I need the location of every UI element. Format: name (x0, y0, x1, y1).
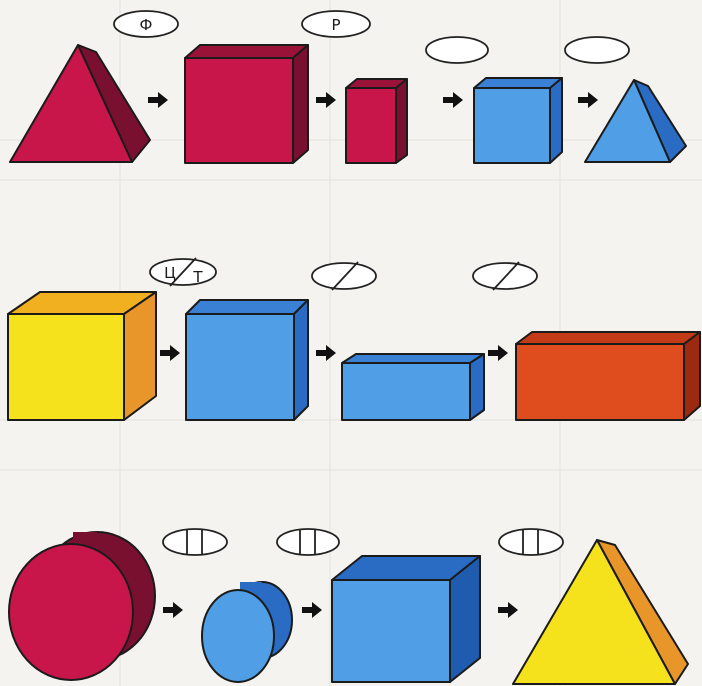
arrow-icon (316, 92, 336, 108)
blue-cube (186, 300, 308, 420)
label-c-text: Ц (164, 264, 176, 282)
label-t-text: Т (192, 268, 203, 286)
label-oval-r: Р (302, 11, 370, 37)
yellow-triangle-prism (513, 540, 688, 684)
crimson-small-cube (346, 79, 407, 163)
yellow-cube (8, 292, 156, 420)
blue-small-cylinder (202, 582, 292, 682)
label-oval-split-ct: Ц Т (150, 258, 216, 286)
label-oval-f: Ф (114, 11, 178, 37)
label-r-text: Р (331, 16, 340, 34)
label-oval-crossed (473, 262, 537, 290)
label-oval-split (163, 529, 227, 555)
label-f-text: Ф (140, 16, 153, 34)
row-3 (9, 529, 688, 684)
blue-bar (342, 354, 484, 420)
crimson-cylinder (9, 532, 155, 680)
row-2: Ц Т (8, 258, 700, 420)
arrow-icon (443, 92, 463, 108)
arrow-icon (316, 345, 336, 361)
arrow-icon (498, 602, 518, 618)
blue-triangle-prism (585, 80, 686, 162)
crimson-triangle-prism (10, 45, 150, 162)
label-oval-blank (426, 37, 488, 63)
label-oval-split (499, 529, 563, 555)
arrow-icon (163, 602, 183, 618)
label-oval-blank (565, 37, 629, 63)
blue-small-cube (474, 78, 562, 163)
arrow-icon (148, 92, 168, 108)
arrow-icon (160, 345, 180, 361)
label-oval-split (277, 529, 339, 555)
label-oval-crossed (312, 262, 376, 290)
crimson-cube (185, 45, 308, 163)
arrow-icon (302, 602, 322, 618)
arrow-icon (488, 345, 508, 361)
red-orange-bar (516, 332, 700, 420)
arrow-icon (578, 92, 598, 108)
blue-cube (332, 556, 480, 682)
